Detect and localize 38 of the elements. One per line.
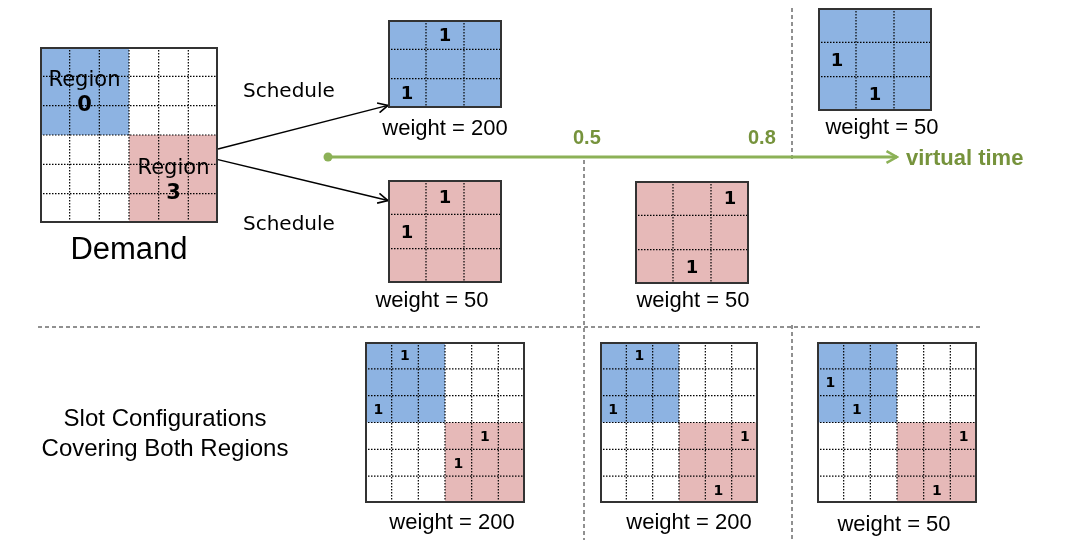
slot-count: 1 bbox=[867, 84, 883, 103]
weight-label: weight = 200 bbox=[389, 511, 515, 533]
slot-count: 1 bbox=[722, 189, 738, 208]
time-tick-label: 0.8 bbox=[748, 127, 776, 147]
weight-label: weight = 50 bbox=[825, 116, 939, 138]
slot-count: 1 bbox=[437, 188, 453, 207]
slot-count: 1 bbox=[684, 257, 700, 276]
time-tick-label: 0.5 bbox=[573, 127, 601, 147]
slot-count: 1 bbox=[738, 428, 751, 443]
weight-label: weight = 200 bbox=[382, 117, 508, 139]
slot-count: 1 bbox=[633, 348, 646, 363]
slot-count: 1 bbox=[829, 50, 845, 69]
slot-count: 1 bbox=[712, 482, 725, 497]
slot-count: 1 bbox=[399, 84, 415, 103]
slot-count: 1 bbox=[479, 428, 491, 443]
slot-count: 1 bbox=[957, 428, 970, 443]
region-label: Region 0 bbox=[47, 67, 122, 118]
grid-caption: Demand bbox=[70, 233, 188, 264]
slot-count: 1 bbox=[824, 375, 837, 390]
arrow bbox=[217, 102, 389, 150]
slot-count: 1 bbox=[372, 402, 385, 417]
weight-label: weight = 50 bbox=[636, 289, 750, 311]
weight-label: weight = 50 bbox=[375, 289, 489, 311]
slot-count: 1 bbox=[452, 455, 465, 470]
slot-count: 1 bbox=[399, 348, 411, 363]
region-label: Region 3 bbox=[136, 155, 211, 206]
weight-label: weight = 200 bbox=[626, 511, 752, 533]
arrow bbox=[217, 158, 389, 204]
edge-label: Schedule bbox=[243, 80, 335, 100]
slot-count: 1 bbox=[851, 402, 863, 417]
axis-label: virtual time bbox=[906, 147, 1024, 169]
slot-count: 1 bbox=[437, 25, 453, 44]
slot-count: 1 bbox=[607, 402, 620, 417]
row-label: Slot Configurations Covering Both Regions bbox=[40, 403, 290, 463]
weight-label: weight = 50 bbox=[837, 513, 951, 535]
edge-label: Schedule bbox=[243, 213, 335, 233]
slot-count: 1 bbox=[399, 222, 415, 241]
slot-count: 1 bbox=[931, 482, 943, 497]
